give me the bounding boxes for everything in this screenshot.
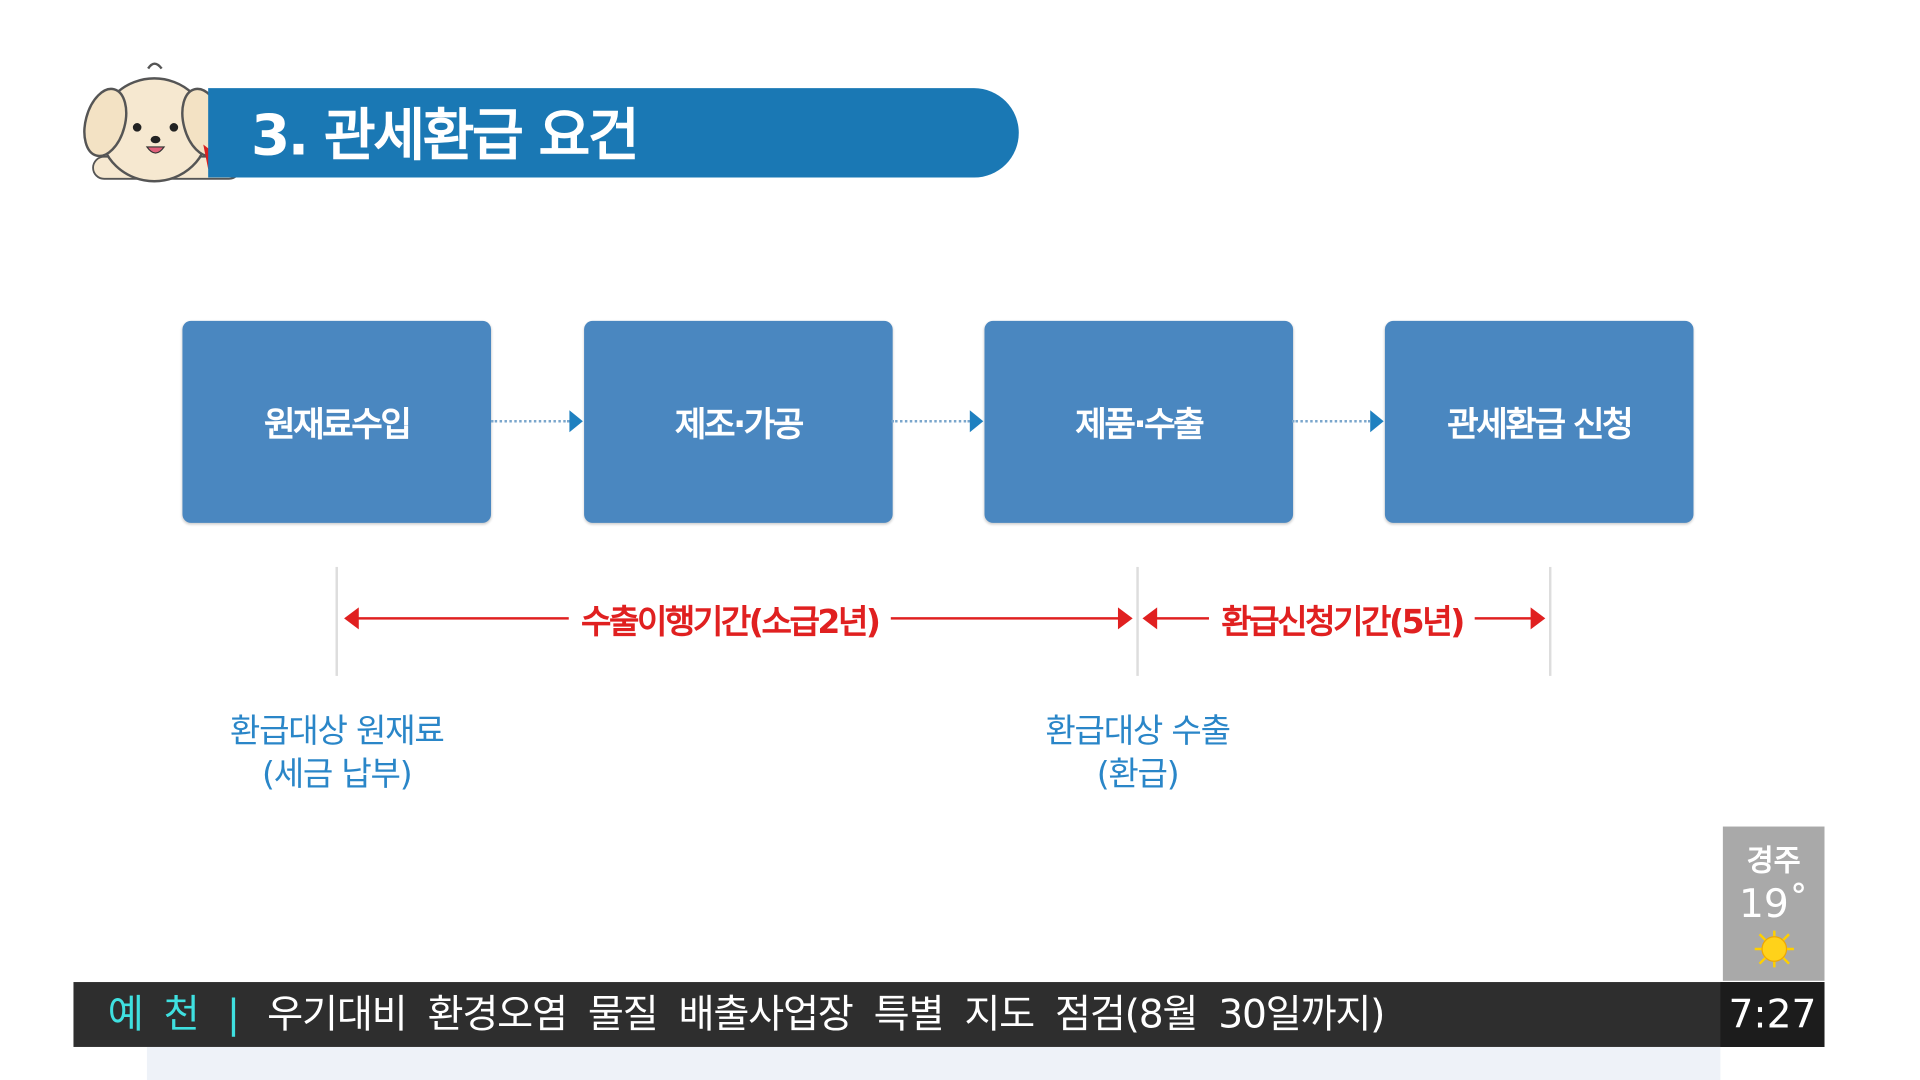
arrow-left-icon	[344, 607, 359, 630]
ticker-region: 예 천	[107, 990, 200, 1038]
sun-icon	[1754, 930, 1794, 968]
background-strip	[146, 1046, 1721, 1080]
export-period-label: 수출이행기간(소급2년)	[568, 595, 891, 643]
step-box-raw-material-import: 원재료수입	[182, 320, 492, 523]
note-line: (환급)	[1096, 755, 1180, 794]
note-line: (세금 납부)	[262, 755, 413, 794]
step-box-manufacturing: 제조·가공	[584, 320, 893, 523]
arrow-right-icon	[1117, 607, 1133, 630]
arrow-right-icon	[1530, 607, 1546, 630]
arrow-right-icon	[1370, 410, 1384, 433]
arrow-right-icon	[969, 410, 984, 433]
arrow-left-icon	[1142, 607, 1158, 630]
timeline-marker	[335, 566, 338, 676]
clock: 7:27	[1720, 982, 1825, 1047]
step-box-export: 제품·수출	[984, 320, 1294, 523]
arrow-right-icon	[569, 410, 583, 433]
connector-line	[491, 420, 570, 423]
connector-line	[891, 420, 970, 423]
section-title-bar	[208, 88, 1019, 178]
ticker-separator: |	[226, 990, 240, 1038]
weather-temperature: 19˚	[1738, 880, 1809, 927]
ticker-headline: 우기대비 환경오염 물질 배출사업장 특별 지도 점검(8월 30일까지)	[267, 990, 1385, 1038]
section-title: 3. 관세환급 요건	[251, 101, 640, 168]
note-line: 환급대상 원재료	[229, 712, 445, 751]
weather-widget: 경주 19˚	[1722, 826, 1825, 981]
refund-period-label: 환급신청기간(5년)	[1208, 595, 1476, 643]
ticker-text: 예 천 | 우기대비 환경오염 물질 배출사업장 특별 지도 점검(8월 30일…	[107, 982, 1386, 1047]
weather-city: 경주	[1746, 843, 1801, 878]
step-box-refund-application: 관세환급 신청	[1384, 320, 1694, 523]
note-raw-material: 환급대상 원재료 (세금 납부)	[229, 710, 445, 796]
note-line: 환급대상 수출	[1045, 712, 1231, 751]
connector-line	[1291, 420, 1371, 423]
timeline-marker	[1136, 566, 1139, 676]
timeline-marker	[1548, 566, 1552, 676]
news-ticker: 예 천 | 우기대비 환경오염 물질 배출사업장 특별 지도 점검(8월 30일…	[73, 982, 1825, 1047]
note-export: 환급대상 수출 (환급)	[1045, 710, 1231, 796]
